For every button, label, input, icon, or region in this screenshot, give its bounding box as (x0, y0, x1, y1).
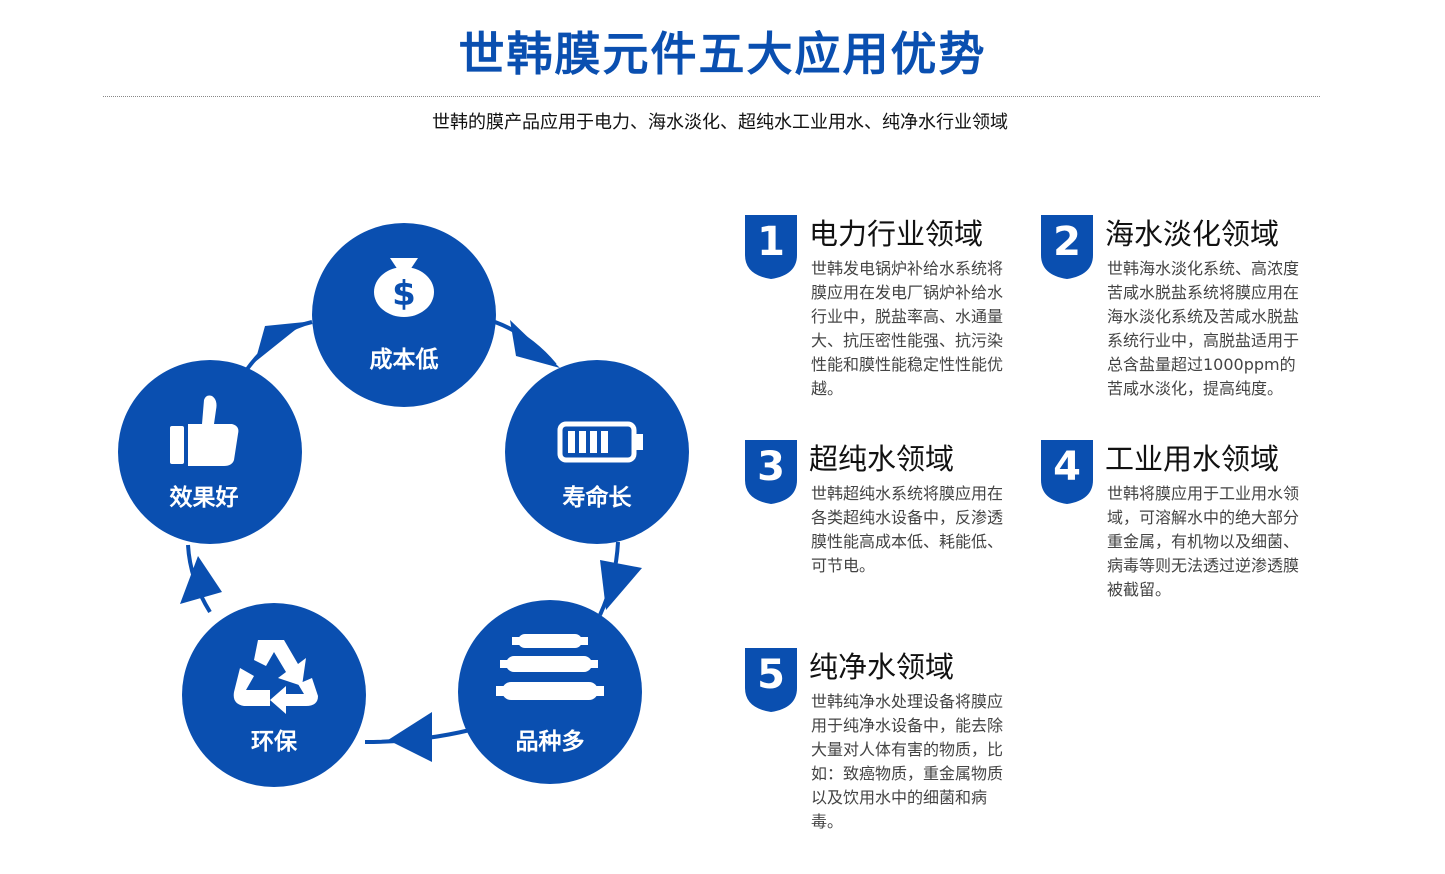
section-body: 世韩超纯水系统将膜应用在各类超纯水设备中，反渗透膜性能高成本低、耗能低、可节电。 (811, 484, 1004, 575)
section-body: 世韩纯净水处理设备将膜应用于纯净水设备中，能去除大量对人体有害的物质，比如：致癌… (811, 692, 1004, 831)
cycle-arrowheads (180, 320, 642, 762)
badge-number: 1 (757, 219, 785, 265)
node-label-cost: 成本低 (369, 347, 439, 373)
advantage-cycle-diagram: $ (118, 223, 689, 787)
dollar-bag-icon: $ (374, 258, 434, 317)
section-body: 世韩发电锅炉补给水系统将膜应用在发电厂锅炉补给水行业中，脱盐率高、水通量大、抗压… (811, 259, 1004, 398)
arrowhead (180, 556, 222, 604)
node-label-variety: 品种多 (515, 729, 585, 755)
badge-number: 4 (1053, 444, 1081, 490)
section-title: 超纯水领域 (809, 442, 955, 476)
page-title: 世韩膜元件五大应用优势 (458, 27, 987, 81)
number-badge (745, 215, 797, 279)
number-badge (1041, 440, 1093, 504)
section-title: 电力行业领域 (809, 217, 984, 251)
node-label-lifespan: 寿命长 (562, 485, 632, 511)
battery-icon (557, 421, 643, 463)
section-title: 海水淡化领域 (1105, 217, 1280, 251)
number-badge (745, 648, 797, 712)
badge-number: 5 (757, 652, 785, 698)
node-label-eco: 环保 (251, 729, 297, 755)
svg-text:$: $ (392, 274, 416, 314)
section-title: 工业用水领域 (1105, 442, 1280, 476)
badge-number: 2 (1053, 219, 1081, 265)
arrowhead (600, 560, 642, 610)
node-label-effect: 效果好 (169, 485, 239, 511)
arrowhead (510, 320, 560, 368)
membrane-tubes-icon (496, 634, 604, 700)
section-title: 纯净水领域 (809, 650, 955, 684)
arrowhead (388, 712, 432, 762)
section-body: 世韩将膜应用于工业用水领域，可溶解水中的绝大部分重金属，有机物以及细菌、病毒等则… (1107, 484, 1300, 599)
thumbs-up-icon (170, 395, 239, 466)
node-circle-eco (182, 603, 366, 787)
number-badge (745, 440, 797, 504)
number-badge (1041, 215, 1093, 279)
title-divider (103, 96, 1320, 97)
badge-number: 3 (757, 444, 785, 490)
arrowhead (255, 322, 305, 362)
recycle-icon (233, 640, 318, 714)
section-body: 世韩海水淡化系统、高浓度苦咸水脱盐系统将膜应用在海水淡化系统及苦咸水脱盐系统行业… (1107, 259, 1300, 398)
page-subtitle: 世韩的膜产品应用于电力、海水淡化、超纯水工业用水、纯净水行业领域 (432, 112, 1008, 133)
